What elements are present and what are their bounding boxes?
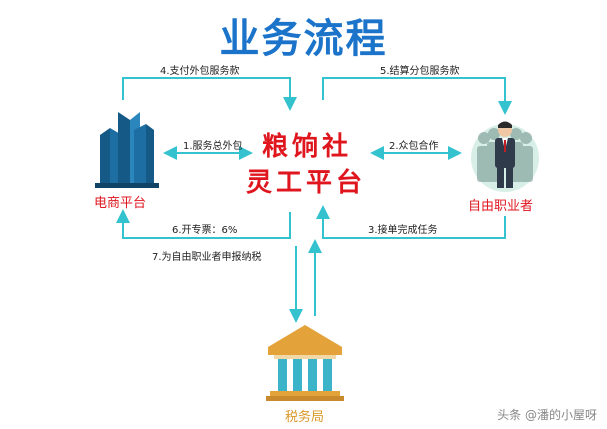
- flow-4-label: 4.支付外包服务款: [160, 66, 240, 77]
- flow-6-line: [116, 209, 291, 239]
- watermark: 头条 @潘的小屋呀: [497, 408, 597, 422]
- flow-2-label: 2.众包合作: [389, 141, 439, 152]
- platform-name: 粮饷社: [262, 132, 353, 162]
- tax-bureau-label: 税务局: [285, 410, 325, 425]
- freelancer-group-icon: [471, 121, 539, 192]
- flow-1-label: 1.服务总外包: [183, 141, 243, 152]
- platform-subtitle: 灵工平台: [246, 168, 367, 198]
- flow-5-line: [322, 77, 512, 115]
- bank-icon: [266, 325, 344, 401]
- flow-7-label: 7.为自由职业者申报纳税: [152, 252, 262, 263]
- flow-3-label: 3.接单完成任务: [368, 225, 438, 236]
- flow-5-label: 5.结算分包服务款: [380, 66, 460, 77]
- building-icon: [95, 112, 159, 188]
- diagram-title: 业务流程: [219, 16, 388, 62]
- freelancer-label: 自由职业者: [468, 199, 534, 214]
- flow-4-line: [122, 77, 297, 111]
- flow-3-line: [316, 205, 506, 239]
- flow-6-label: 6.开专票：6%: [172, 225, 238, 236]
- ecommerce-label: 电商平台: [94, 196, 147, 211]
